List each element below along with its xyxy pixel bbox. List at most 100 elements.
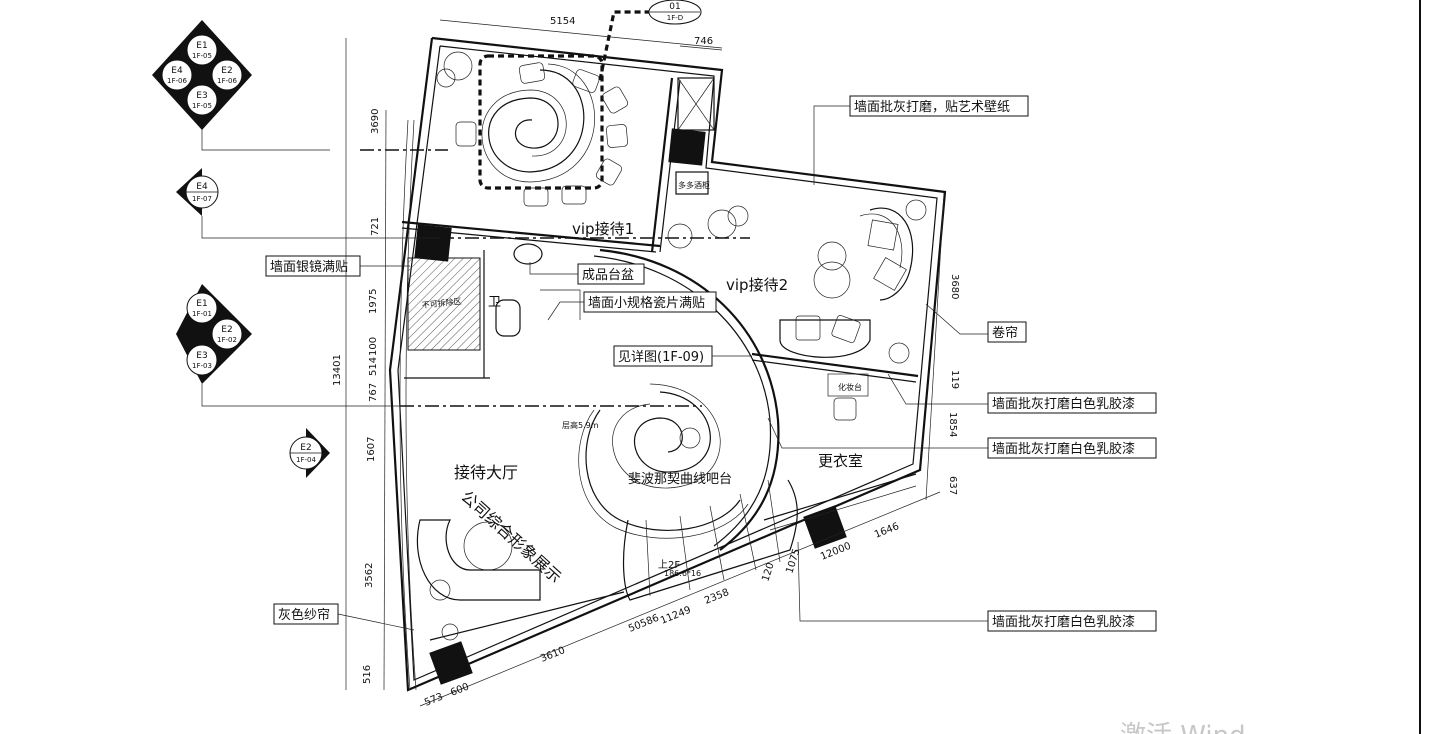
room-vip2: vip接待2 xyxy=(726,276,788,294)
bar-counter xyxy=(578,383,749,539)
callout-latex1-text: 墙面批灰打磨白色乳胶漆 xyxy=(992,396,1135,412)
elev2-e2-code: 1F-02 xyxy=(217,336,237,344)
dim-top: 5154 xyxy=(550,16,575,27)
dim-right-1854: 1854 xyxy=(947,412,958,437)
dim-bot-1646: 1646 xyxy=(873,521,901,541)
restricted-zone xyxy=(407,257,481,351)
callout-latex3-text: 墙面批灰打磨白色乳胶漆 xyxy=(992,614,1135,630)
dim-left-516: 516 xyxy=(362,665,373,684)
callout-top-wall-text: 墙面批灰打磨，贴艺术壁纸 xyxy=(854,100,1010,115)
elev-e4-code: 1F-06 xyxy=(167,77,187,85)
section-tag-top: 01 xyxy=(669,2,680,12)
column xyxy=(803,505,847,549)
callout-gauze-text: 灰色纱帘 xyxy=(278,607,330,623)
elev2-e1: E1 xyxy=(196,299,207,309)
elev-e1: E1 xyxy=(196,41,207,51)
room-changing: 更衣室 xyxy=(818,452,863,470)
dim-left-1975: 1975 xyxy=(368,289,379,314)
dim-left-3690: 3690 xyxy=(370,109,381,134)
dimension-lines xyxy=(345,19,945,707)
dim-left-514: 514 xyxy=(368,357,379,376)
column xyxy=(414,224,452,262)
stairs-sub: 186.6*16 xyxy=(664,569,701,578)
callout-basin: 成品台盆 xyxy=(529,262,645,285)
staircase xyxy=(429,473,917,641)
shaft xyxy=(675,77,715,195)
restroom-fixtures xyxy=(495,243,581,337)
elev2-e1-code: 1F-01 xyxy=(192,310,212,318)
dim-bot-50586: 50586 xyxy=(627,613,661,635)
callout-latex2-text: 墙面批灰打磨白色乳胶漆 xyxy=(992,441,1135,457)
room-toilet: 卫 xyxy=(488,295,501,310)
partitions xyxy=(401,77,919,383)
room-restricted: 不可拆除区 xyxy=(421,296,462,310)
elev2-e3-code: 1F-03 xyxy=(192,362,212,370)
dim-bot-2358: 2358 xyxy=(703,587,731,607)
elev-single2-label: E2 xyxy=(300,443,311,453)
elev2-e3: E3 xyxy=(196,351,207,361)
lobby-sofa xyxy=(416,519,541,641)
callout-gauze: 灰色纱帘 xyxy=(273,603,415,631)
callout-latex-2: 墙面批灰打磨白色乳胶漆 xyxy=(767,417,1157,459)
callout-latex-3: 墙面批灰打磨白色乳胶漆 xyxy=(797,541,1157,632)
dim-right-3680: 3680 xyxy=(949,274,960,299)
callout-tiles: 墙面小规格瓷片满贴 xyxy=(547,291,717,321)
section-marker: 01 1F-D xyxy=(598,0,702,81)
callout-detail-text: 见详图(1F-09) xyxy=(618,350,704,365)
callout-mirror-text: 墙面银镜满贴 xyxy=(270,260,348,275)
room-lobby: 接待大厅 xyxy=(454,463,518,482)
callout-latex-1: 墙面批灰打磨白色乳胶漆 xyxy=(887,373,1157,414)
room-exhibition: 公司综合形象展示 xyxy=(457,487,565,587)
elev2-e2: E2 xyxy=(221,325,232,335)
elevation-single-2: E2 1F-04 xyxy=(289,428,330,478)
elev-single1-code: 1F-07 xyxy=(192,195,212,203)
dim-right-119: 119 xyxy=(949,370,960,389)
callout-basin-text: 成品台盆 xyxy=(582,268,634,283)
vip1-table xyxy=(436,51,629,207)
curved-wall xyxy=(599,248,780,551)
callout-detail: 见详图(1F-09) xyxy=(613,345,752,367)
room-vip1: vip接待1 xyxy=(572,220,634,238)
outer-walls xyxy=(388,36,947,692)
vip2-furniture xyxy=(667,199,927,421)
callout-roll-curtain: 卷帘 xyxy=(925,303,1027,343)
dim-left-total: 13401 xyxy=(332,354,343,386)
ceiling-height: 层高5.9m xyxy=(562,420,599,430)
cabinet-label: 多多酒柜 xyxy=(678,180,710,190)
dim-right-637: 637 xyxy=(947,476,958,495)
elev-single2-code: 1F-04 xyxy=(296,456,316,464)
callout-top-wall: 墙面批灰打磨，贴艺术壁纸 xyxy=(813,95,1029,185)
elev-e3-code: 1F-05 xyxy=(192,102,212,110)
dim-left-767: 767 xyxy=(368,383,379,402)
dim-top-right: 746 xyxy=(694,36,713,47)
elevation-cluster-2: E1 1F-01 E2 1F-02 E3 1F-03 xyxy=(176,284,252,384)
column xyxy=(668,128,706,166)
callout-tiles-text: 墙面小规格瓷片满贴 xyxy=(588,295,705,311)
elev-e2-code: 1F-06 xyxy=(217,77,237,85)
dim-left-1607: 1607 xyxy=(366,437,377,462)
section-lines xyxy=(201,128,750,407)
callout-mirror: 墙面银镜满贴 xyxy=(265,255,410,277)
section-tag-bottom: 1F-D xyxy=(667,14,683,22)
elevation-cluster-1: E1 1F-05 E2 1F-06 E3 1F-05 E4 1F-06 xyxy=(152,20,252,130)
vanity-label: 化妆台 xyxy=(838,382,862,392)
elev-single1-label: E4 xyxy=(196,182,208,192)
dim-bot-11249: 11249 xyxy=(659,605,693,627)
elev-e3: E3 xyxy=(196,91,207,101)
elev-e4: E4 xyxy=(171,66,183,76)
dim-left-100: 100 xyxy=(368,337,379,356)
dim-bot-600: 600 xyxy=(449,681,471,698)
dim-left-721: 721 xyxy=(370,217,381,236)
dim-bot-573: 573 xyxy=(423,691,445,708)
elev-e2: E2 xyxy=(221,66,232,76)
stairs-label: 上2F xyxy=(658,559,680,571)
dim-left-3562: 3562 xyxy=(364,563,375,588)
room-bar: 斐波那契曲线吧台 xyxy=(628,472,732,487)
column xyxy=(429,641,473,685)
elevation-single-1: E4 1F-07 xyxy=(176,168,219,216)
elev-e1-code: 1F-05 xyxy=(192,52,212,60)
callout-roll-text: 卷帘 xyxy=(992,325,1018,341)
activation-watermark: 激活 Wind xyxy=(1120,721,1246,734)
dim-bot-3610: 3610 xyxy=(539,645,567,665)
